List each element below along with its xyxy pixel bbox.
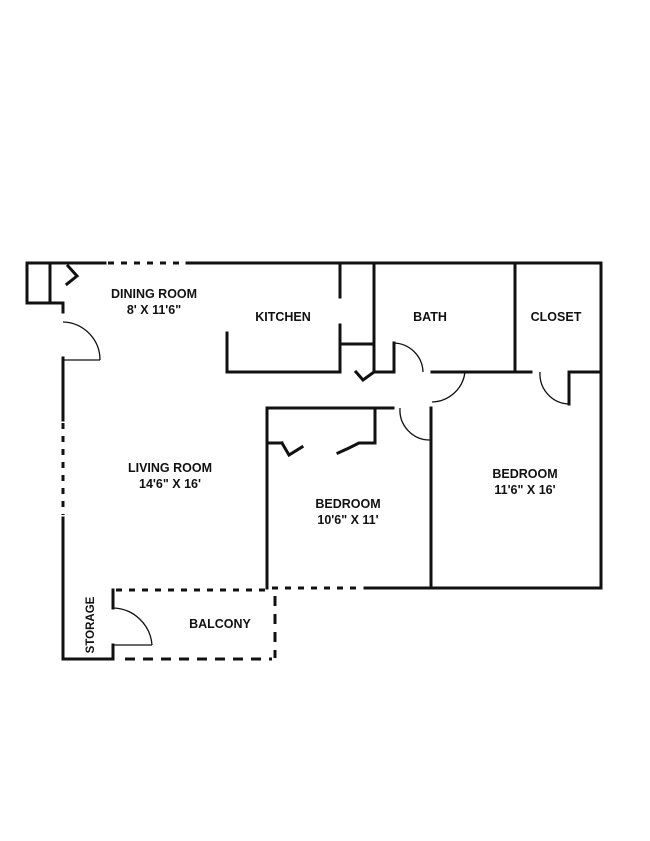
room-name: STORAGE [85, 596, 97, 654]
room-label-bath: BATH [400, 309, 460, 325]
room-label-bedroom-1: BEDROOM 11'6" X 16' [482, 466, 568, 498]
room-dimensions: 10'6" X 11' [317, 513, 379, 527]
room-label-closet: CLOSET [523, 309, 589, 325]
room-label-dining: DINING ROOM 8' X 11'6" [96, 286, 212, 318]
room-name: CLOSET [530, 310, 582, 324]
room-label-living: LIVING ROOM 14'6" X 16' [112, 460, 228, 492]
kitchen-walls [225, 261, 377, 383]
entry-door [62, 321, 101, 361]
room-name: BALCONY [189, 617, 251, 631]
bath-closet-walls [372, 261, 603, 406]
room-label-bedroom-2: BEDROOM 10'6" X 11' [308, 496, 388, 528]
balcony-storage [111, 588, 277, 661]
exterior-walls [25, 261, 603, 661]
room-label-balcony: BALCONY [180, 616, 260, 632]
room-name: BATH [413, 310, 447, 324]
room-name: BEDROOM [492, 467, 558, 481]
room-dimensions: 14'6" X 16' [139, 477, 201, 491]
room-name: LIVING ROOM [127, 461, 213, 475]
room-name: BEDROOM [315, 497, 381, 511]
room-label-storage: STORAGE [83, 592, 99, 658]
room-dimensions: 8' X 11'6" [126, 303, 182, 317]
bedroom2-walls [265, 406, 433, 590]
room-name: DINING ROOM [110, 287, 198, 301]
room-name: KITCHEN [255, 310, 311, 324]
room-label-kitchen: KITCHEN [243, 309, 323, 325]
room-dimensions: 11'6" X 16' [494, 483, 556, 497]
